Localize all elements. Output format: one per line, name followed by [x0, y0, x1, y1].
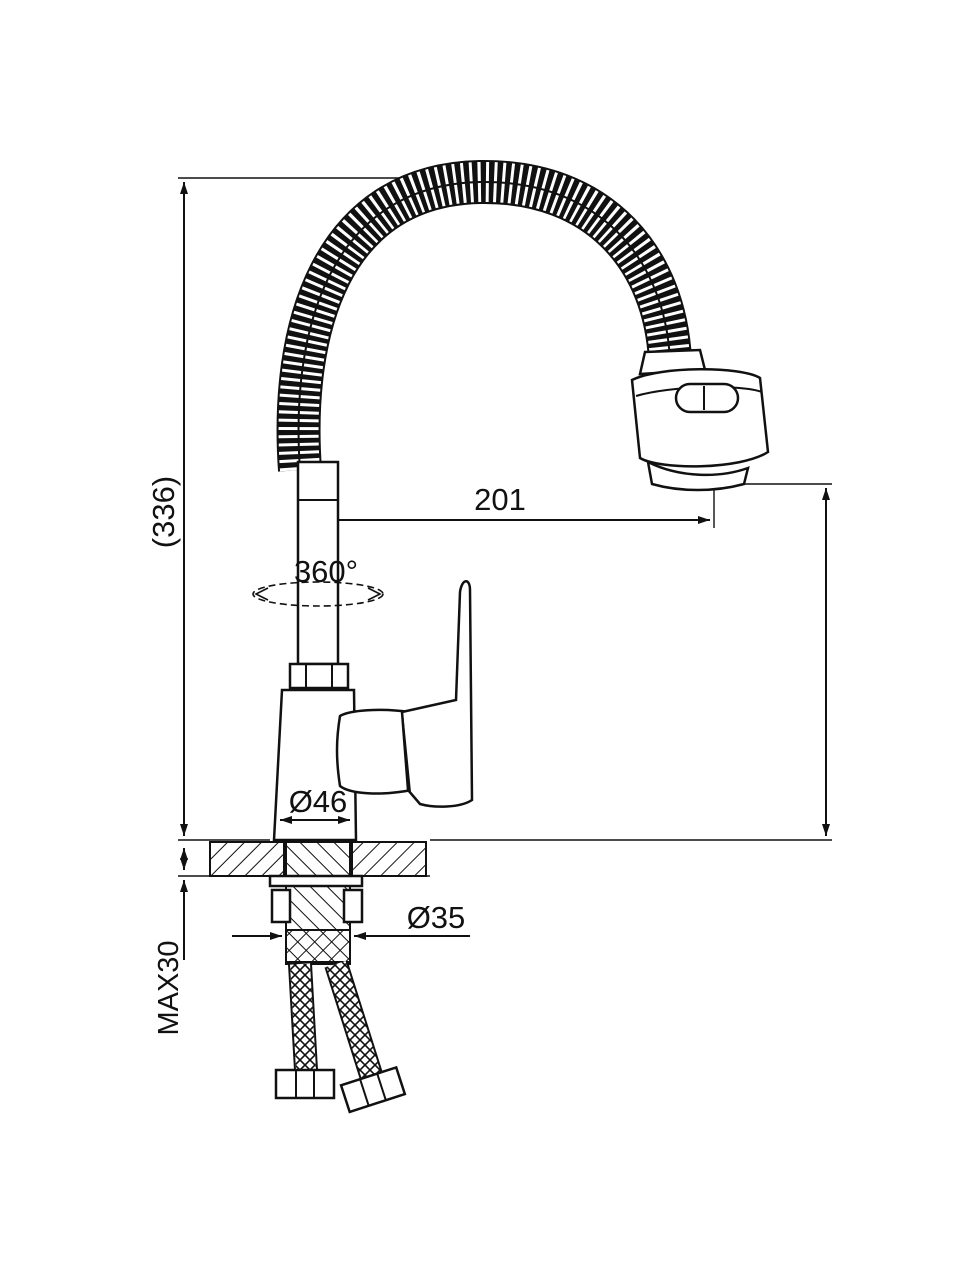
body-diameter-label: Ø46 [289, 784, 348, 819]
spout-reach-dimension: 201 [317, 482, 715, 528]
mount-diameter-dimension: Ø35 [232, 900, 470, 940]
countertop-section [178, 841, 430, 877]
faucet-body [272, 580, 474, 842]
rotation-indicator: 360° [252, 554, 384, 607]
outlet-height-dimension [430, 483, 832, 841]
spout-reach-label: 201 [474, 482, 526, 517]
supply-hoses [274, 960, 407, 1114]
sprayer-head [630, 348, 770, 492]
body-diameter-dimension: Ø46 [280, 784, 350, 824]
mount-diameter-label: Ø35 [407, 900, 466, 935]
mounting-shank [268, 841, 364, 965]
spout-tube [296, 460, 340, 666]
flexible-spout [276, 159, 692, 472]
max-thickness-dimension: MAX30 [153, 880, 188, 1036]
total-height-label: (336) [146, 476, 181, 548]
total-height-dimension: (336) [146, 177, 470, 841]
max-thickness-label: MAX30 [153, 940, 185, 1035]
rotation-label: 360° [294, 554, 358, 589]
